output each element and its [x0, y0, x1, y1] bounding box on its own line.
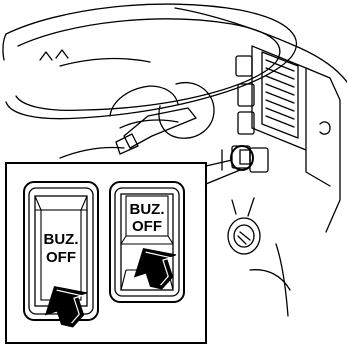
ignition-switch	[228, 218, 260, 254]
switch-right-label-line1: BUZ.	[130, 201, 165, 218]
switch-left-label-line2: OFF	[46, 249, 76, 266]
callout-leader	[206, 160, 240, 184]
switch-left-label-line1: BUZ.	[44, 231, 79, 248]
buzzer-switch-right: BUZ. OFF	[110, 182, 184, 302]
switch-right-label-line2: OFF	[132, 218, 162, 235]
inset-callout: BUZ. OFF BUZ. OFF	[6, 163, 206, 343]
steering-wheel-rim	[6, 4, 296, 119]
